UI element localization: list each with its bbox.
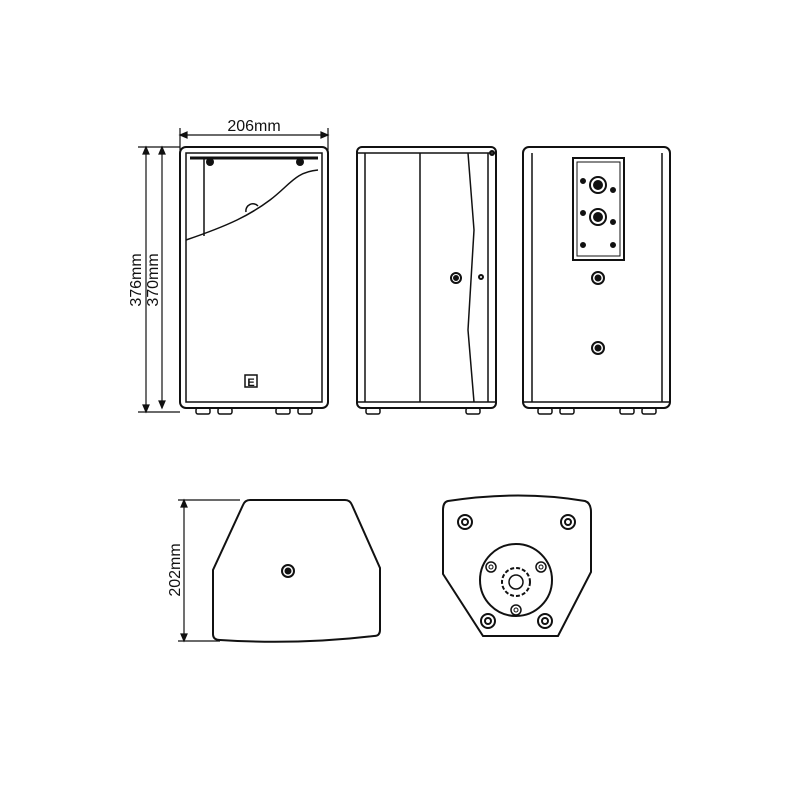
- height-dimensions: 376mm 370mm: [128, 145, 180, 414]
- top-view: [212, 499, 381, 643]
- width-label: 206mm: [227, 118, 280, 135]
- rear-view: [522, 146, 671, 415]
- svg-text:E: E: [247, 377, 254, 389]
- overall-height-label: 376mm: [128, 253, 145, 306]
- width-dimension: 206mm: [178, 118, 330, 150]
- side-view: [356, 146, 497, 415]
- body-height-label: 370mm: [145, 253, 162, 306]
- front-view: E: [179, 146, 329, 415]
- logo-badge: E: [244, 374, 258, 389]
- feet: [195, 407, 313, 415]
- depth-dimension: 202mm: [167, 498, 240, 643]
- depth-label: 202mm: [167, 543, 184, 596]
- bottom-view: [442, 494, 592, 637]
- connector-plate: [572, 157, 625, 261]
